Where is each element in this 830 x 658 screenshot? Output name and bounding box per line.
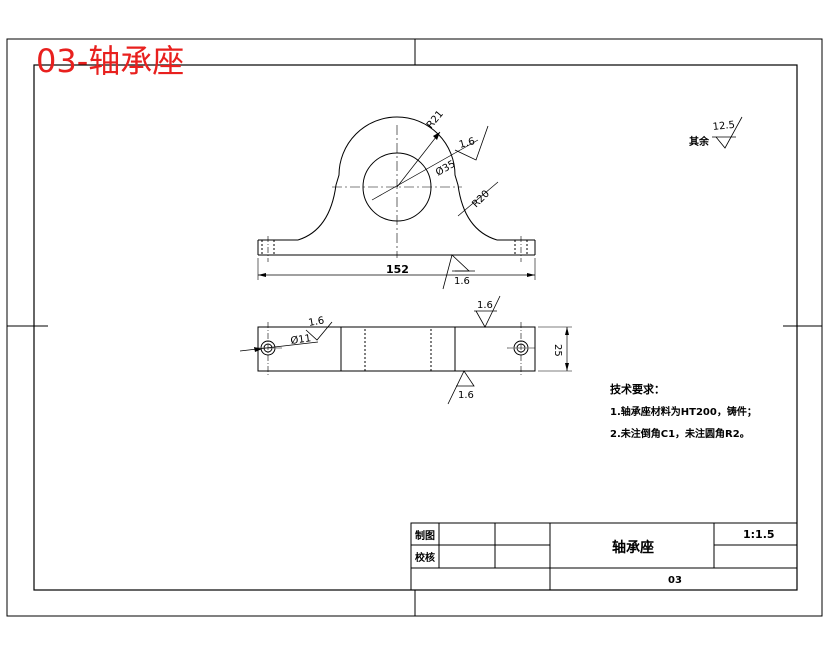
- plan-bore-hidden: [364, 326, 432, 372]
- dia35-leader: [371, 139, 479, 201]
- overlay-title: 03-轴承座: [36, 42, 184, 80]
- body-outline: [297, 116, 498, 241]
- r20-leader: [457, 181, 499, 217]
- roughness-top-plan-value: 1.6: [477, 300, 493, 311]
- len152-arrow-left: [258, 273, 266, 277]
- tb-drawing-number: 03: [668, 575, 682, 586]
- tech-item-1: 1.轴承座材料为HT200，铸件；: [610, 405, 757, 418]
- tech-requirements: 技术要求： 1.轴承座材料为HT200，铸件； 2.未注倒角C1，未注圆角R2。: [610, 382, 757, 440]
- roughness-top-plan-symbol: [475, 295, 501, 328]
- roughness-bottom-plan-symbol: [447, 370, 475, 405]
- dia11-arrow: [254, 347, 262, 352]
- front-view: [257, 116, 536, 290]
- plan-view: [239, 295, 572, 405]
- tb-checked-label: 校核: [415, 551, 435, 564]
- tb-scale: 1:1.5: [743, 528, 775, 541]
- h25-arrow-bottom: [565, 363, 569, 371]
- dim-r20: R20: [470, 188, 492, 210]
- len152-arrow-right: [527, 273, 535, 277]
- roughness-other-label: 其余: [689, 135, 710, 148]
- dim-h25: 25: [552, 344, 563, 357]
- other-roughness: [712, 116, 743, 149]
- roughness-bore-value: 1.6: [458, 136, 476, 151]
- roughness-hole-plan-value: 1.6: [308, 315, 326, 329]
- h25-arrow-top: [565, 327, 569, 335]
- roughness-bore-symbol: [454, 125, 489, 161]
- tech-heading: 技术要求：: [610, 382, 665, 396]
- roughness-other-value: 12.5: [712, 120, 735, 133]
- dim-dia11: Ø11: [290, 332, 312, 347]
- dim-len152: 152: [386, 263, 409, 276]
- dim-r21: R21: [425, 109, 446, 131]
- r21-leader: [396, 131, 441, 188]
- roughness-hole-plan-symbol: [305, 321, 333, 341]
- roughness-other-symbol: [715, 116, 743, 149]
- title-block-outline: [410, 522, 798, 591]
- plan-outline: [257, 326, 536, 372]
- title-block: [410, 522, 798, 591]
- dia11-leader: [239, 341, 319, 352]
- roughness-bottom-plan-value: 1.6: [458, 390, 474, 401]
- tech-item-2: 2.未注倒角C1，未注圆角R2。: [610, 427, 750, 440]
- r21-arrow: [433, 132, 440, 140]
- roughness-bottom-front-value: 1.6: [454, 276, 470, 287]
- tb-drawn-label: 制图: [415, 529, 435, 542]
- tb-part-name: 轴承座: [612, 539, 654, 556]
